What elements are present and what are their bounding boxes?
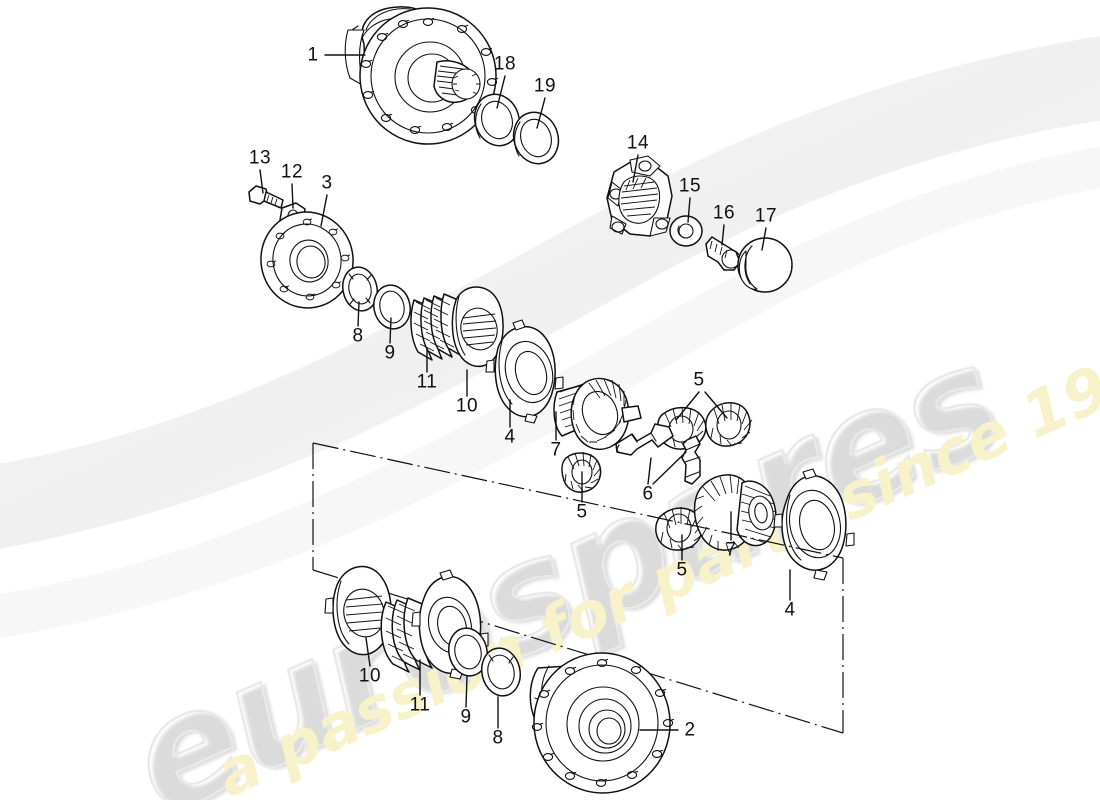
assembly-group-box	[312, 442, 844, 734]
callout-leader-12	[291, 183, 294, 209]
part-10-disc-carrier-lower	[324, 565, 392, 656]
part-3-cover-flange	[260, 211, 354, 309]
callout-leader-18	[496, 75, 506, 109]
part-10-disc-carrier-upper	[451, 286, 504, 368]
part-7-side-gear-lower	[693, 474, 778, 553]
part-4-pressure-ring-upper	[485, 319, 564, 424]
part-14-drive-flange	[606, 155, 673, 237]
callout-number-1: 1	[307, 44, 319, 66]
part-13-bolt	[248, 185, 284, 209]
callout-leader-6	[647, 457, 652, 485]
callout-number-15: 15	[678, 175, 702, 197]
callout-number-5: 5	[576, 501, 588, 523]
callout-number-10: 10	[455, 395, 479, 417]
callout-leader-5	[675, 391, 700, 421]
callout-leader-17	[761, 227, 767, 251]
part-7-side-gear-upper	[553, 377, 642, 450]
callout-number-7: 7	[550, 439, 562, 461]
callout-leader-16	[721, 224, 725, 246]
callout-leader-	[652, 451, 687, 485]
part-1-differential-case-upper	[344, 6, 499, 145]
callout-number-6: 6	[642, 483, 654, 505]
callout-leader-3	[320, 194, 328, 227]
callout-number-4: 4	[504, 426, 516, 448]
callout-number-17: 17	[754, 205, 778, 227]
part-6-cross-shaft-vertical	[681, 435, 701, 485]
callout-number-9: 9	[460, 706, 472, 728]
part-5-bevel-gear-a	[561, 451, 602, 493]
callout-number-2: 2	[684, 719, 696, 741]
callout-leader-13	[259, 169, 264, 194]
part-6-cross-shaft-horizontal	[615, 423, 674, 456]
callout-number-8: 8	[352, 325, 364, 347]
part-15-washer	[669, 215, 703, 247]
callout-number-8: 8	[492, 727, 504, 749]
callout-leader-lines	[259, 54, 791, 731]
callout-number-3: 3	[321, 172, 333, 194]
callout-leader-9	[389, 317, 392, 344]
callout-leader-9	[465, 675, 468, 708]
callout-number-11: 11	[416, 371, 438, 393]
callout-number-16: 16	[712, 202, 736, 224]
callout-number-19: 19	[533, 75, 557, 97]
part-9-thrust-washer-lower	[448, 627, 488, 677]
callout-leader-19	[536, 97, 546, 129]
callout-number-7: 7	[725, 539, 737, 561]
callout-leader-15	[687, 197, 691, 223]
part-17-cap	[737, 237, 793, 293]
part-19-shim-ring	[512, 111, 560, 165]
callout-number-4: 4	[784, 599, 796, 621]
callout-leader-14	[632, 154, 639, 183]
callout-number-13: 13	[248, 147, 272, 169]
part-8-shim-lower	[481, 647, 521, 697]
part-2-differential-case-lower	[529, 652, 675, 794]
part-18-shim-ring	[473, 93, 521, 147]
callout-number-10: 10	[358, 665, 382, 687]
callout-leader-10	[365, 637, 371, 667]
part-4-pressure-ring-lower	[773, 468, 855, 581]
callout-leader-8	[357, 301, 360, 327]
part-8-shim-upper	[342, 266, 378, 312]
callout-number-14: 14	[626, 132, 650, 154]
callout-number-5: 5	[676, 559, 688, 581]
callout-number-18: 18	[493, 53, 517, 75]
callout-number-5: 5	[693, 369, 705, 391]
part-9-thrust-washer-upper	[373, 284, 411, 330]
callout-leader-	[704, 391, 728, 419]
callout-number-9: 9	[384, 342, 396, 364]
callout-number-11: 11	[409, 694, 431, 716]
callout-number-12: 12	[280, 161, 304, 183]
part-5-bevel-gear-c	[705, 402, 753, 447]
